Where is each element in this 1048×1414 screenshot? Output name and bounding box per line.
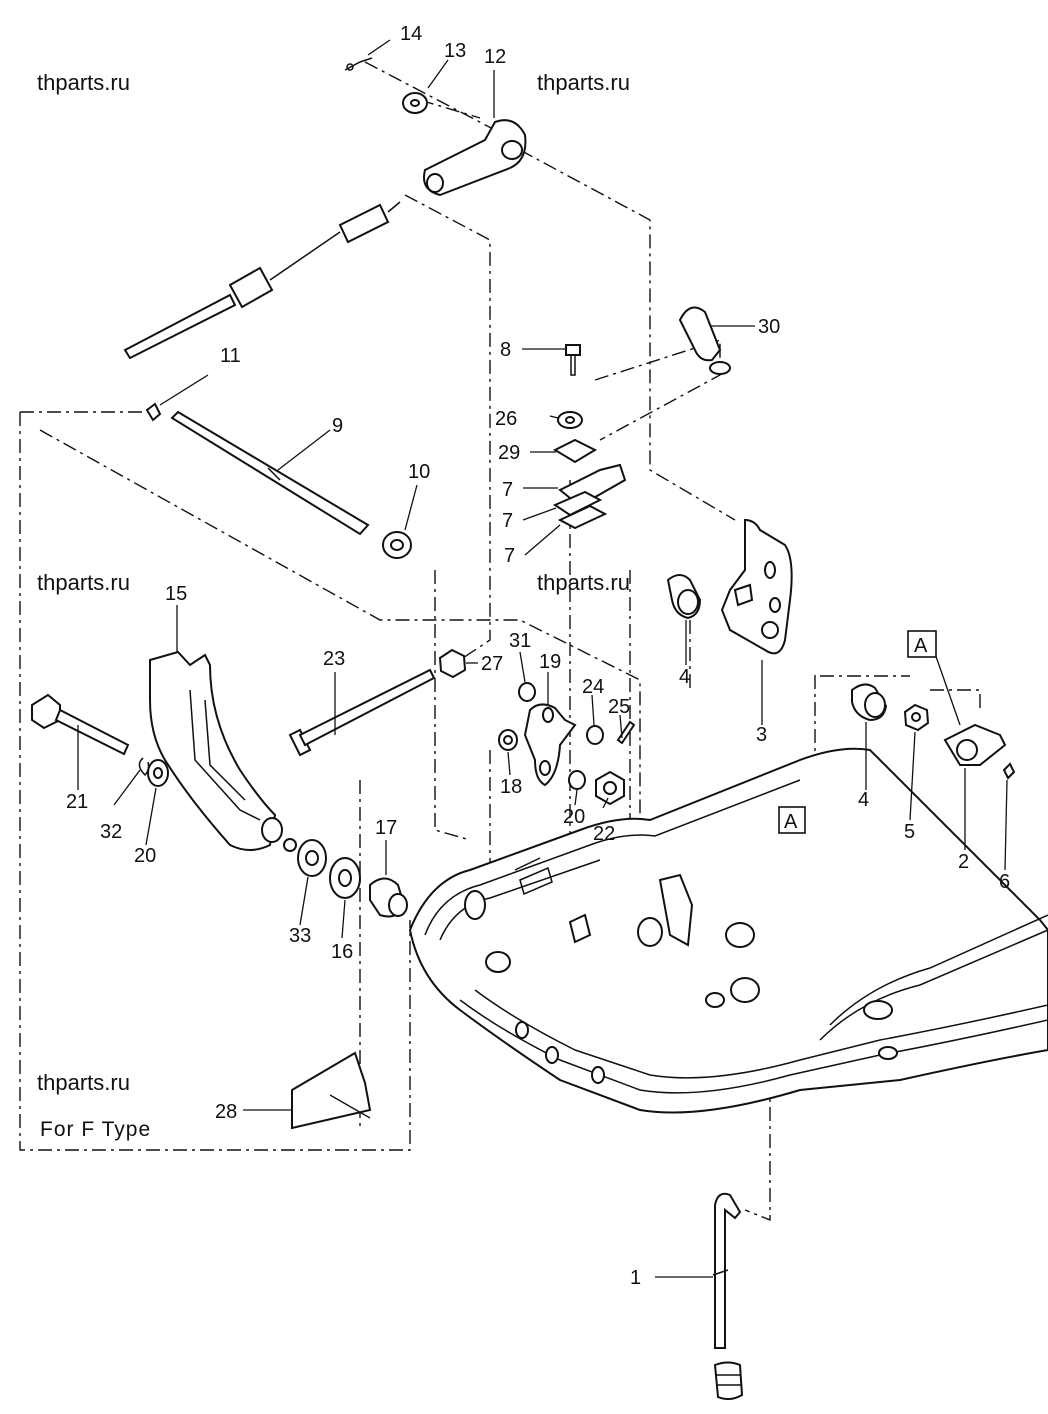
callout-26: 26 (495, 408, 517, 430)
part-18-washer (498, 729, 518, 751)
part-7-plates (552, 463, 627, 530)
part-17-collar (369, 877, 408, 918)
part-20-washer-b (568, 770, 586, 790)
part-20-washer-a (147, 759, 169, 787)
watermark: thparts.ru (37, 70, 130, 95)
callout-6: 6 (999, 871, 1010, 893)
callout-24: 24 (582, 676, 604, 698)
callout-20-b: 20 (563, 806, 585, 828)
ref-a-top-label: A (914, 635, 928, 657)
part-19-plate (523, 703, 577, 787)
part-8-screw (565, 344, 581, 376)
part-9-shaft (170, 410, 370, 536)
ref-box-a-mid: A (778, 806, 806, 834)
callout-15: 15 (165, 583, 187, 605)
watermarks: thparts.ru thparts.ru thparts.ru thparts… (37, 70, 630, 1095)
callout-33: 33 (289, 925, 311, 947)
callout-20-a: 20 (134, 845, 156, 867)
watermark: thparts.ru (537, 70, 630, 95)
callout-25: 25 (608, 696, 630, 718)
callout-5: 5 (904, 821, 915, 843)
callout-9: 9 (332, 415, 343, 437)
part-11-clip (145, 402, 162, 422)
part-2-holder (943, 723, 1007, 766)
callout-7-b: 7 (502, 510, 513, 532)
callout-31: 31 (509, 630, 531, 652)
callout-10: 10 (408, 461, 430, 483)
part-4-bushing-a (666, 574, 702, 620)
part-5-nut (903, 703, 930, 732)
part-10-washer (382, 531, 412, 559)
callout-32: 32 (100, 821, 122, 843)
part-23-bolt (288, 668, 436, 757)
part-16-washer (329, 857, 361, 899)
callout-7-a: 7 (502, 479, 513, 501)
part-33-washer (297, 839, 327, 877)
leader-lines (77, 39, 1008, 1278)
callout-18: 18 (500, 776, 522, 798)
ref-a-mid-label: A (784, 811, 798, 833)
callout-16: 16 (331, 941, 353, 963)
callout-11: 11 (220, 345, 241, 367)
callout-23: 23 (323, 648, 345, 670)
callout-4-b: 4 (858, 789, 869, 811)
callout-4-a: 4 (679, 666, 690, 688)
part-29-plate (552, 438, 598, 464)
part-24-washer (586, 725, 604, 745)
part-12-link-arm (423, 119, 527, 197)
callout-1: 1 (630, 1267, 641, 1289)
callout-labels: 14 13 12 30 8 11 26 9 29 10 7 7 7 15 23 … (66, 23, 1010, 1289)
watermark: thparts.ru (537, 570, 630, 595)
callout-12: 12 (484, 46, 506, 68)
part-27-nut (438, 648, 467, 679)
callout-21: 21 (66, 791, 88, 813)
callout-7-c: 7 (504, 545, 515, 567)
part-13-washer (402, 92, 428, 114)
part-15-lever (149, 650, 297, 852)
watermark: thparts.ru (37, 570, 130, 595)
callout-28: 28 (215, 1101, 237, 1123)
ref-box-a-top: A (907, 630, 937, 658)
callout-22: 22 (593, 823, 615, 845)
part-4-bushing-b (851, 683, 888, 722)
part-30-handle (678, 306, 731, 375)
part-28-label (291, 1051, 372, 1130)
callout-3: 3 (756, 724, 767, 746)
part-21-bolt (31, 693, 130, 756)
callout-13: 13 (444, 40, 466, 62)
part-cable-rod (123, 201, 401, 360)
callout-30: 30 (758, 316, 780, 338)
variant-note: For F Type (40, 1118, 151, 1141)
callout-17: 17 (375, 817, 397, 839)
callout-2: 2 (958, 851, 969, 873)
bottom-cowling-frame (408, 747, 1048, 1114)
callout-14: 14 (400, 23, 422, 45)
watermark: thparts.ru (37, 1070, 130, 1095)
part-22-nut (595, 770, 625, 806)
part-14-pin (344, 57, 373, 71)
part-1-rod (712, 1192, 744, 1401)
part-26-washer (557, 411, 583, 429)
callout-19: 19 (539, 651, 561, 673)
callout-29: 29 (498, 442, 520, 464)
part-3-bracket (720, 518, 793, 655)
callout-27: 27 (481, 653, 503, 675)
callout-8: 8 (500, 339, 511, 361)
part-6-pin (1002, 762, 1016, 780)
part-31-washer (518, 682, 536, 702)
